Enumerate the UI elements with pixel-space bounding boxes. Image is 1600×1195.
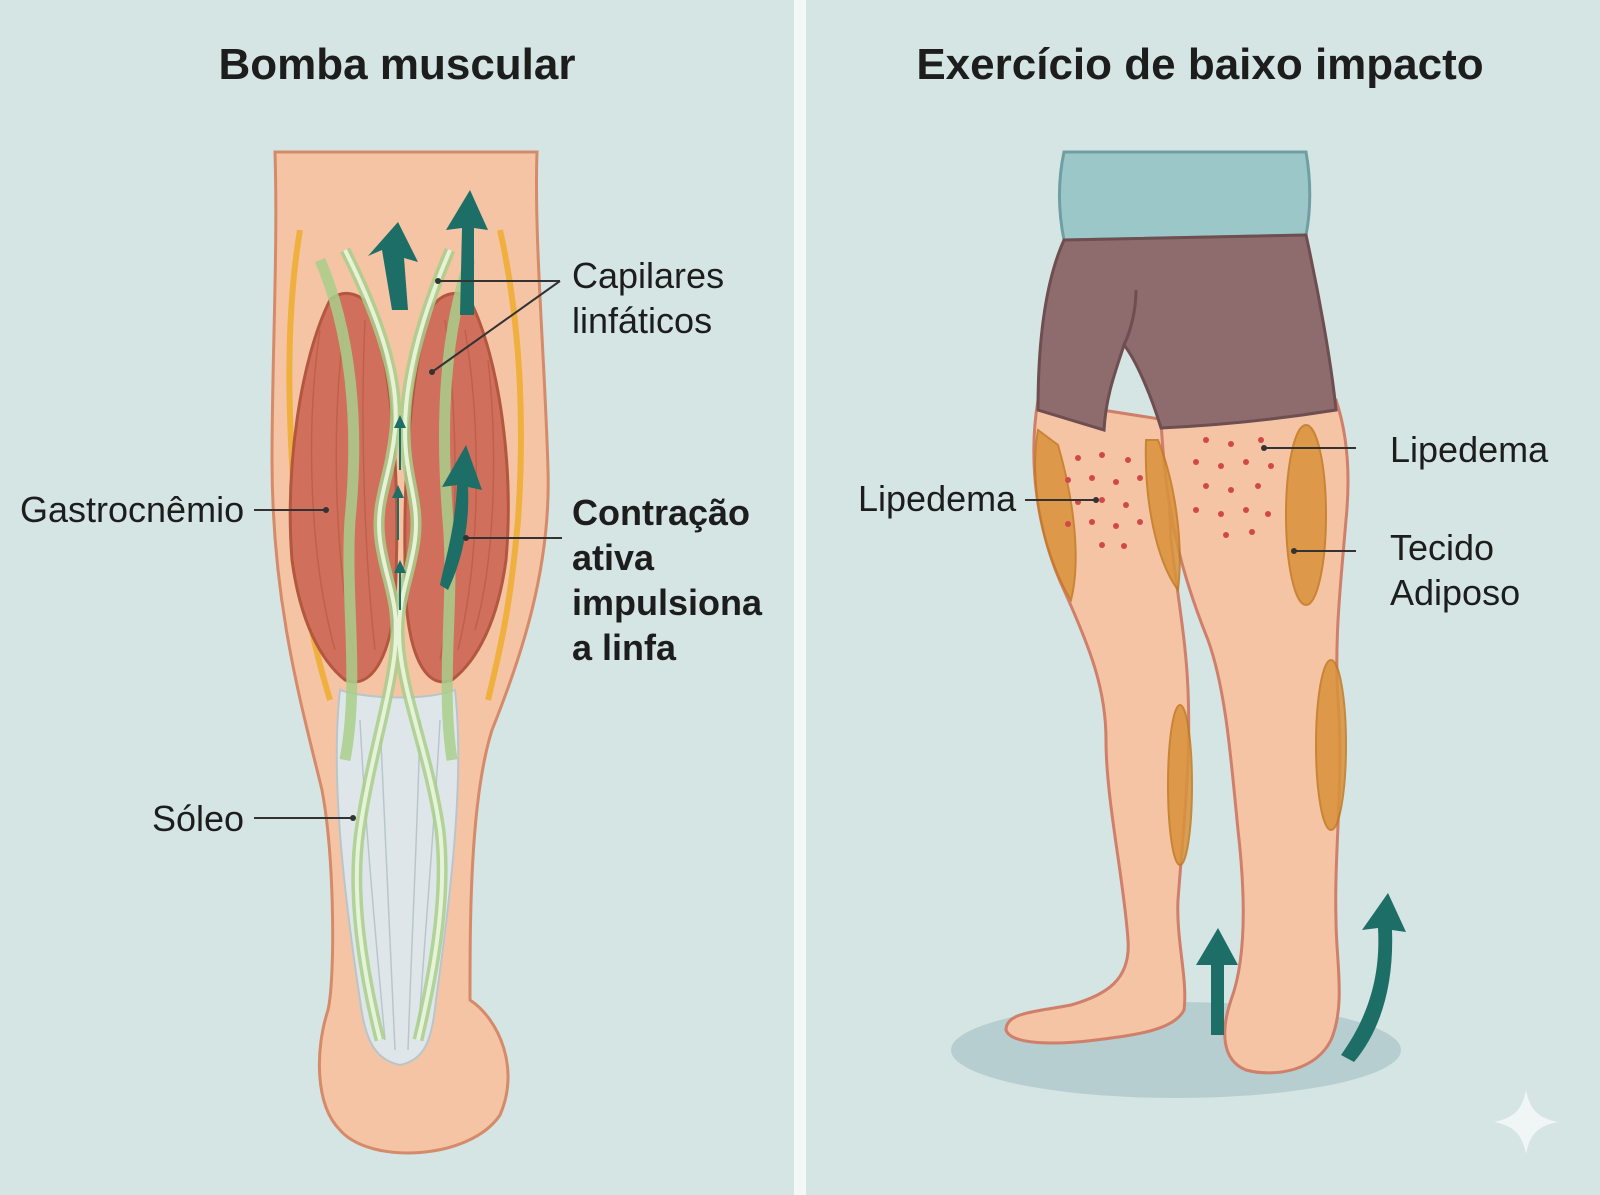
- fat-deposit-right-thigh: [1285, 424, 1327, 606]
- contraction-label-line-1: Contração: [572, 492, 751, 533]
- shirt: [1058, 150, 1312, 242]
- calf-anatomy-illustration: [254, 150, 562, 1155]
- adipose-label-line-1: Tecido: [1390, 527, 1495, 568]
- fascia-line-right: [485, 229, 524, 701]
- adipose-label-line-2: Adiposo: [1390, 572, 1521, 613]
- legs-illustration: [951, 150, 1558, 1154]
- fat-deposit-inner-thigh: [1144, 439, 1181, 593]
- upward-arrow-icon: [368, 222, 418, 310]
- lipedema-label-right: Lipedema: [1390, 429, 1549, 470]
- lipedema-label-left: Lipedema: [858, 478, 1017, 519]
- curved-arrow-icon-heel: [1341, 893, 1406, 1062]
- capillaries-label-line-2: linfáticos: [572, 300, 713, 341]
- contraction-label-line-2: ativa: [572, 537, 655, 578]
- contraction-label: Contração ativa impulsiona a linfa: [572, 490, 762, 670]
- muscle-pump-title: Bomba muscular: [218, 40, 576, 89]
- capillaries-label: Capilares linfáticos: [572, 253, 724, 343]
- shorts: [1036, 233, 1338, 432]
- curved-arrow-icon: [440, 445, 482, 590]
- lipedema-dots: [1065, 437, 1274, 549]
- contraction-label-line-3: impulsiona: [572, 582, 763, 623]
- sparkle-watermark-icon: [1494, 1090, 1558, 1154]
- muscle-pump-panel: Bomba muscular: [0, 0, 794, 1195]
- adipose-tissue-label: Tecido Adiposo: [1390, 525, 1520, 615]
- fat-deposit-right-calf: [1315, 659, 1347, 831]
- fat-deposit-left-calf: [1167, 704, 1193, 866]
- panel-divider: [794, 0, 806, 1195]
- low-impact-exercise-title: Exercício de baixo impacto: [916, 40, 1484, 89]
- fat-deposit-left-thigh: [1034, 428, 1077, 603]
- low-impact-exercise-panel: Exercício de baixo impacto: [806, 0, 1600, 1195]
- capillaries-label-line-1: Capilares: [572, 255, 725, 296]
- upward-arrow-icon-2: [446, 190, 488, 315]
- upward-arrow-icon-feet: [1196, 928, 1238, 1035]
- soleus-label: Sóleo: [152, 798, 245, 839]
- gastrocnemius-label: Gastrocnêmio: [20, 489, 245, 530]
- contraction-label-line-4: a linfa: [572, 627, 677, 668]
